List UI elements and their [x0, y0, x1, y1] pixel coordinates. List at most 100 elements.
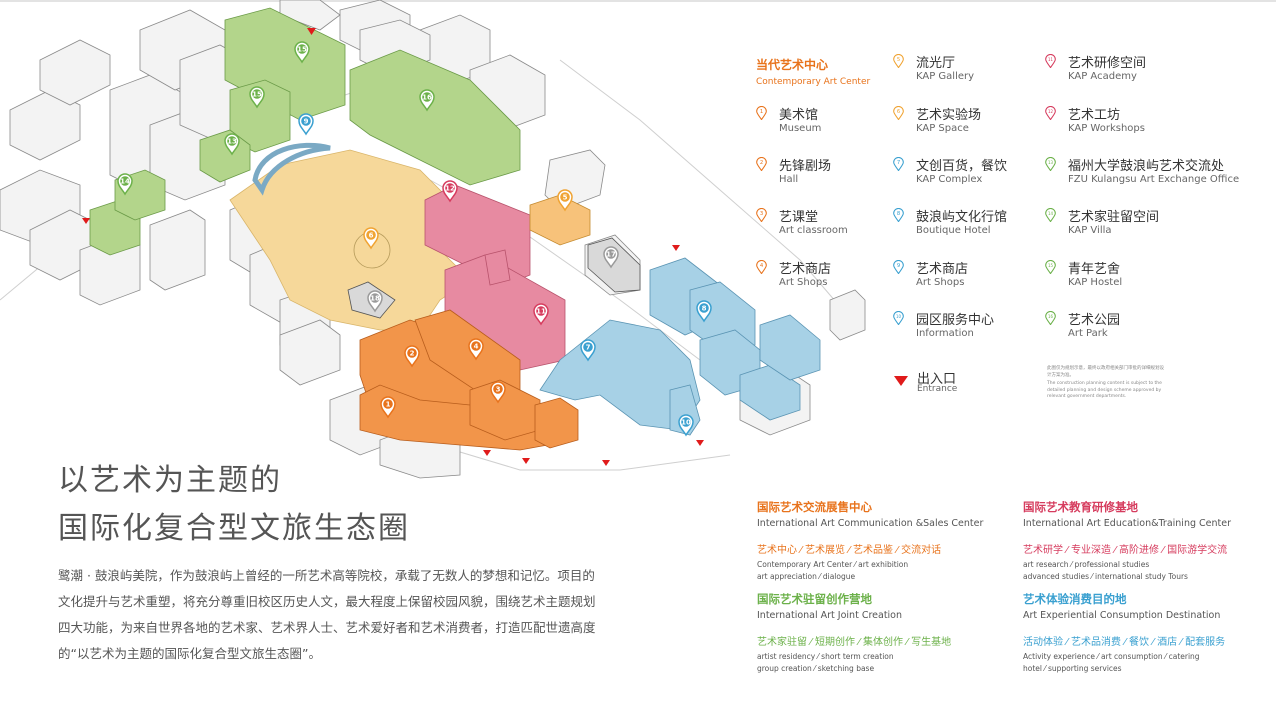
pin-number: 3	[760, 211, 763, 217]
map-pin-number: 5	[563, 194, 568, 202]
map-pin: 18	[367, 290, 383, 313]
map-pin-dot	[536, 306, 546, 316]
legend-item-cn: 艺术实验场	[916, 108, 982, 123]
function-tags-en-1: Activity experience ⁄ art consumption ⁄ …	[1023, 652, 1200, 661]
map-pin-number: 17	[606, 251, 616, 259]
legend-item-en: Museum	[779, 123, 822, 134]
legend-item-en: Art classroom	[779, 225, 848, 236]
entrance-markers	[82, 28, 704, 466]
function-block: 国际艺术教育研修基地 International Art Education&Tr…	[1023, 499, 1273, 581]
map-pin-dot	[227, 136, 237, 146]
map-pin: 13	[224, 133, 240, 156]
pin-number: 9	[897, 263, 900, 269]
legend-item-cn: 艺术商店	[779, 262, 832, 277]
map-pin-dot	[366, 230, 376, 240]
function-tags-en-2: art appreciation ⁄ dialogue	[757, 572, 856, 581]
map-pin: 8	[696, 300, 712, 323]
map-pin-number: 18	[370, 295, 380, 303]
map-pin: 11	[533, 303, 549, 326]
ramp-loop	[252, 142, 331, 196]
top-border	[0, 0, 1276, 2]
map-pin-dot	[699, 303, 709, 313]
function-tags: 艺术家驻留 ⁄ 短期创作 ⁄ 集体创作 ⁄ 写生基地	[757, 637, 952, 648]
pin-number: 15	[1048, 263, 1053, 268]
pin-number: 8	[897, 211, 900, 217]
map-pin-icon: 6	[893, 106, 904, 120]
map-pin: 7	[580, 339, 596, 362]
map-pin: 14	[117, 173, 133, 196]
entrance-label-cn: 出入口	[917, 372, 957, 387]
entrance-label-en: Entrance	[917, 384, 958, 394]
legend-item-cn: 艺课堂	[779, 210, 819, 225]
map-pin-number: 15	[297, 46, 307, 54]
map-pin: 9	[298, 113, 314, 136]
legend-item-en: Art Shops	[779, 277, 828, 288]
map-pin-icon: 16	[1045, 311, 1056, 325]
legend-item-en: Hall	[779, 174, 799, 185]
building-17	[587, 237, 641, 293]
map-pin-icon: 15	[1045, 260, 1056, 274]
map-pin: 16	[419, 89, 435, 112]
legend-item-en: KAP Space	[916, 123, 969, 134]
map-pin-dot	[120, 176, 130, 186]
function-tags: 艺术研学 ⁄ 专业深造 ⁄ 高阶进修 ⁄ 国际游学交流	[1023, 545, 1228, 556]
legend-item-en: KAP Complex	[916, 174, 983, 185]
map-pin: 1	[380, 396, 396, 419]
map-pin-icon: 8	[893, 208, 904, 222]
function-title: 艺术体验消费目的地	[1023, 592, 1127, 606]
map-pin: 10	[678, 414, 694, 437]
legend-header: 当代艺术中心 Contemporary Art Center	[756, 56, 870, 87]
legend-item-cn: 青年艺舍	[1068, 262, 1121, 277]
blue-buildings	[539, 257, 821, 436]
pin-number: 10	[896, 314, 901, 319]
disclaimer-note: 此图仅为规划示意，最终以政府相关部门审批的详细规划设计方案为准。 The con…	[1047, 366, 1167, 403]
map-pin-number: 6	[369, 232, 374, 240]
pin-number: 16	[1048, 314, 1053, 319]
disclaimer-cn: 此图仅为规划示意，最终以政府相关部门审批的详细规划设计方案为准。	[1047, 366, 1164, 378]
legend-header-cn: 当代艺术中心	[756, 58, 829, 72]
legend-item-cn: 福州大学鼓浪屿艺术交流处	[1068, 159, 1225, 174]
legend-item-en: KAP Gallery	[916, 71, 975, 82]
map-pin-number: 11	[536, 308, 546, 316]
map-pin-icon: 11	[1045, 54, 1056, 68]
map-pin-icon: 14	[1045, 208, 1056, 222]
map-pin-icon: 9	[893, 260, 904, 274]
legend-item-cn: 艺术研修空间	[1068, 56, 1147, 71]
map-pin-icon: 13	[1045, 157, 1056, 171]
map-pin-icon: 12	[1045, 106, 1056, 120]
map-pin: 6	[363, 227, 379, 250]
legend-item-cn: 先锋剧场	[779, 159, 832, 174]
map-pin-number: 15	[252, 91, 262, 99]
map-pin-dot	[383, 399, 393, 409]
function-tags: 活动体验 ⁄ 艺术品消费 ⁄ 餐饮 ⁄ 酒店 ⁄ 配套服务	[1023, 637, 1226, 648]
legend-item-en: KAP Hostel	[1068, 277, 1123, 288]
legend-item-en: KAP Academy	[1068, 71, 1137, 82]
legend-item-cn: 艺术商店	[916, 262, 969, 277]
map-pin-icon: 3	[756, 208, 767, 222]
map-pin: 15	[294, 41, 310, 64]
legend-item-en: Boutique Hotel	[916, 225, 991, 236]
map-pin-icon: 10	[893, 311, 904, 325]
map-pin: 12	[442, 180, 458, 203]
legend-item-cn: 鼓浪屿文化行馆	[916, 210, 1008, 225]
map-pin-dot	[297, 44, 307, 54]
function-title: 国际艺术教育研修基地	[1023, 500, 1138, 514]
pin-number: 2	[760, 160, 763, 166]
map-pin-dot	[252, 89, 262, 99]
legend-item-en: KAP Workshops	[1068, 123, 1145, 134]
legend-item-cn: 美术馆	[779, 108, 819, 123]
legend-item-cn: 艺术家驻留空间	[1068, 210, 1160, 225]
pin-number: 6	[897, 109, 901, 115]
map-pin-dot	[471, 341, 481, 351]
legend-item-en: FZU Kulangsu Art Exchange Office	[1068, 174, 1240, 185]
map-pin-number: 14	[120, 178, 130, 186]
function-title-en: International Art Communication &Sales C…	[757, 518, 984, 529]
function-title-en: International Art Education&Training Cen…	[1023, 518, 1231, 529]
map-pin-icon: 7	[893, 157, 904, 171]
legend-item-cn: 园区服务中心	[916, 313, 995, 328]
function-tags-en-1: artist residency ⁄ short term creation	[757, 652, 894, 661]
